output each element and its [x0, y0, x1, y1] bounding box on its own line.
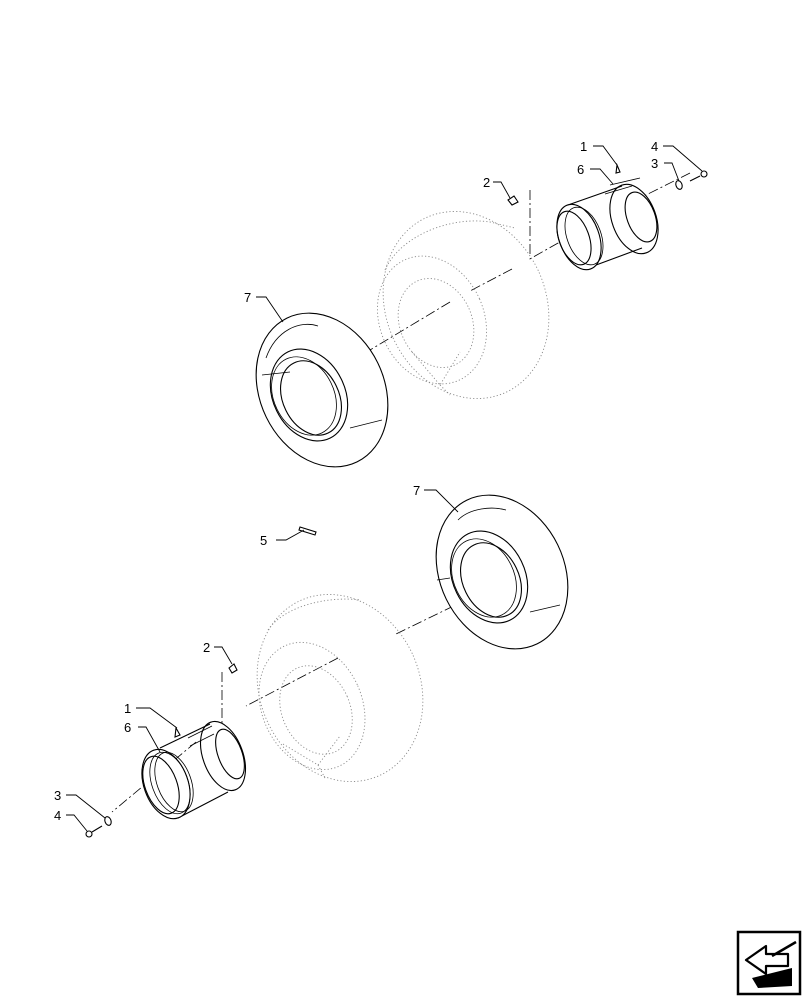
- upper-valve-stem: [615, 162, 621, 174]
- upper-rim: [556, 177, 659, 271]
- upper-leaders: [256, 145, 703, 323]
- middle-hardware: 5: [260, 526, 317, 548]
- upper-center-line: [369, 172, 691, 351]
- next-page-arrow-icon[interactable]: [736, 930, 802, 996]
- callout-3-upper: 3: [651, 156, 658, 171]
- callout-5: 5: [260, 533, 267, 548]
- lower-valve-cap: [228, 663, 238, 674]
- upper-nut: [675, 180, 683, 190]
- lower-rim: [141, 720, 247, 820]
- callout-1-lower: 1: [124, 701, 131, 716]
- callout-6-upper: 6: [577, 162, 584, 177]
- lower-valve-stem: [174, 726, 181, 738]
- upper-ghost-tire: [376, 211, 550, 399]
- pin: [298, 526, 317, 536]
- callout-6-lower: 6: [124, 720, 131, 735]
- lower-nut: [104, 816, 112, 826]
- callout-4-upper: 4: [651, 139, 658, 154]
- callout-7-lower: 7: [413, 483, 420, 498]
- lower-wheel-assembly: 7 2 1 6 3 4: [54, 483, 569, 838]
- upper-hardware: [507, 162, 708, 206]
- callout-7-upper: 7: [244, 290, 251, 305]
- callout-3-lower: 3: [54, 788, 61, 803]
- upper-bolt: [700, 170, 708, 178]
- callout-2-lower: 2: [203, 640, 210, 655]
- upper-tire: [255, 312, 389, 468]
- callout-1-upper: 1: [580, 139, 587, 154]
- lower-tire: [435, 494, 569, 650]
- lower-leaders: [66, 489, 459, 832]
- callout-4-lower: 4: [54, 808, 61, 823]
- lower-ghost-tire: [256, 594, 424, 782]
- lower-hardware: [85, 663, 238, 838]
- upper-valve-cap: [507, 195, 519, 206]
- upper-wheel-assembly: 1 6 2 4 3 7: [244, 139, 708, 468]
- callout-2-upper: 2: [483, 175, 490, 190]
- lower-bolt: [85, 830, 93, 838]
